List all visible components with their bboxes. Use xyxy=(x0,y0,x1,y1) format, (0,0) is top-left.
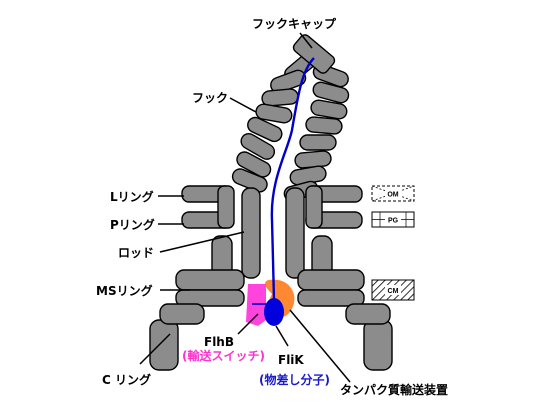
pg-tag: PG xyxy=(388,218,399,225)
leader-flik xyxy=(275,325,289,347)
hook-segment xyxy=(247,116,283,143)
flhb-switch xyxy=(246,284,266,326)
om-hatch xyxy=(371,185,415,202)
label-flik-note: (物差し分子) xyxy=(259,372,330,387)
label-flhb-note: (輸送スイッチ) xyxy=(182,348,265,363)
c-ring-right-post xyxy=(363,319,393,371)
om-tag-bg xyxy=(385,189,401,198)
membrane-om: OM xyxy=(371,185,415,202)
lp-ring-left xyxy=(181,185,235,229)
ms-ring-left-bottom xyxy=(175,289,245,307)
c-ring xyxy=(149,303,393,371)
lp-ring-left-link xyxy=(217,185,235,229)
label-ms-ring: MSリング xyxy=(96,283,153,298)
cm-tag-bg xyxy=(385,285,401,295)
hook-segment xyxy=(305,116,343,135)
rod-left xyxy=(241,187,261,279)
label-hook-cap: フックキャップ xyxy=(252,16,337,31)
ms-ring-left-top xyxy=(175,269,245,291)
hook-segment xyxy=(231,168,268,193)
c-ring-left-post xyxy=(149,319,179,371)
ms-ring-right-bottom xyxy=(297,289,365,307)
flik-ruler xyxy=(264,298,284,326)
ms-ring xyxy=(175,235,365,307)
hook-segment xyxy=(299,134,337,151)
hook-cap xyxy=(292,34,336,74)
hook-segment xyxy=(240,132,276,160)
leader-hook-cap xyxy=(299,32,313,49)
label-flhb: FlhB xyxy=(204,335,234,349)
lp-ring-right-link xyxy=(305,185,323,229)
c-ring-left-cap xyxy=(159,303,205,325)
leader-flhb xyxy=(237,313,259,335)
om-tag: OM xyxy=(387,192,398,199)
label-export: タンパク質輸送装置 xyxy=(340,382,448,397)
label-flik: FliK xyxy=(278,353,304,367)
pg-tag-bg xyxy=(385,215,401,224)
label-p-ring: Pリング xyxy=(110,217,155,232)
membrane-pg: PG xyxy=(371,211,415,228)
ms-ring-right-top xyxy=(297,269,365,291)
leader-hook xyxy=(229,97,257,113)
leader-export xyxy=(289,309,351,383)
lp-ring-right xyxy=(305,185,363,229)
c-ring-right-cap xyxy=(345,303,391,325)
om-hatch xyxy=(371,185,415,202)
hook-segment xyxy=(261,88,299,107)
label-l-ring: Lリング xyxy=(110,189,154,204)
hook-segment xyxy=(312,81,350,104)
leader-rod xyxy=(159,231,245,253)
hook-segment xyxy=(294,150,332,169)
flik-strand xyxy=(270,57,315,301)
label-rod: ロッド xyxy=(118,246,154,260)
hook-segment xyxy=(310,99,348,120)
leader-lines xyxy=(139,32,351,383)
rod-right xyxy=(285,187,305,279)
hook-segment xyxy=(255,103,293,124)
cm-tag: CM xyxy=(388,288,399,295)
leader-c-ring xyxy=(139,333,171,365)
label-hook: フック xyxy=(192,91,228,105)
membrane-cm: CM xyxy=(371,279,415,301)
hook-segment xyxy=(236,151,272,178)
label-c-ring: C リング xyxy=(102,372,151,387)
hook-left-segments xyxy=(231,52,317,193)
